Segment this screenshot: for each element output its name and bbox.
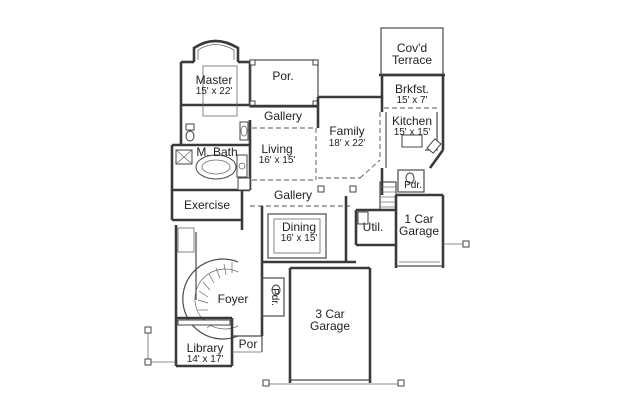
label-library-dims: 14' x 17' <box>187 354 224 365</box>
label-kitchen: Kitchen <box>392 114 432 128</box>
front-porch <box>232 335 263 353</box>
site-markers <box>144 240 470 366</box>
label-three-car-2: Garage <box>310 319 350 333</box>
library-room <box>174 316 234 368</box>
label-master: Master <box>196 73 233 87</box>
dining-room <box>260 206 356 264</box>
label-family: Family <box>329 124 364 138</box>
kitchen-wing <box>380 73 445 195</box>
label-living-dims: 16' x 15' <box>259 155 296 166</box>
master-suite-walls <box>179 39 252 145</box>
exercise-room <box>170 190 244 230</box>
label-por-front: Por <box>239 337 258 351</box>
label-living: Living <box>261 142 292 156</box>
label-library: Library <box>187 341 224 355</box>
label-covd-terrace-2: Terrace <box>392 53 432 67</box>
porch-top <box>249 59 319 108</box>
powder-foyer <box>261 277 285 317</box>
label-por-top: Por. <box>272 69 293 83</box>
label-one-car-1: 1 Car <box>404 212 433 226</box>
label-gallery-top: Gallery <box>264 109 302 123</box>
label-m-bath: M. Bath <box>196 145 237 159</box>
label-foyer: Foyer <box>218 292 249 306</box>
label-dining-dims: 16' x 15' <box>281 233 318 244</box>
family-room <box>318 75 384 179</box>
master-bath <box>170 120 252 192</box>
label-util: Util. <box>363 220 384 234</box>
label-kitchen-dims: 15' x 15' <box>394 127 431 138</box>
three-car-garage <box>262 266 405 387</box>
label-three-car-1: 3 Car <box>315 307 344 321</box>
main-gallery <box>250 185 357 262</box>
label-brkfst: Brkfst. <box>395 82 429 96</box>
powder-kitchen <box>397 169 425 193</box>
label-master-dims: 15' x 22' <box>196 86 233 97</box>
label-brkfst-dims: 15' x 7' <box>396 95 427 106</box>
one-car-garage <box>394 193 445 268</box>
label-family-dims: 18' x 22' <box>329 138 366 149</box>
label-pdr-foyer: Pdr. <box>269 288 280 306</box>
label-one-car-2: Garage <box>399 224 439 238</box>
label-dining: Dining <box>282 220 316 234</box>
left-hall <box>174 225 197 318</box>
utility-room <box>354 208 396 247</box>
label-exercise: Exercise <box>184 198 230 212</box>
living-gallery <box>237 97 320 191</box>
room-labels: Cov'd Terrace Master 15' x 22' Por. Brkf… <box>184 41 439 365</box>
label-covd-terrace-1: Cov'd <box>397 41 427 55</box>
label-pdr-kitchen: Pdr. <box>404 180 422 191</box>
label-gallery-mid: Gallery <box>274 188 312 202</box>
